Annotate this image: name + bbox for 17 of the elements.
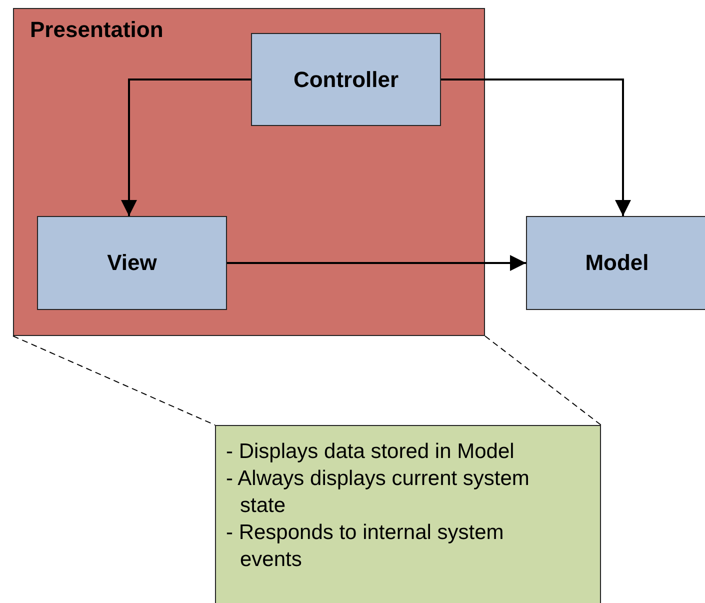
group-label: Presentation <box>30 17 164 43</box>
note-box <box>215 425 601 603</box>
process-box <box>251 33 441 126</box>
arrow <box>121 78 251 216</box>
note-text: - Always displays current system state <box>226 466 530 519</box>
box-label: Model <box>584 250 650 276</box>
arrow <box>441 78 631 216</box>
process-box <box>526 216 705 310</box>
box-label: View <box>106 250 158 276</box>
process-box <box>37 216 227 310</box>
note-text: - Displays data stored in Model <box>226 439 516 465</box>
box-label: Controller <box>292 66 400 92</box>
dashed-callout-line <box>484 336 602 426</box>
dashed-callout-line <box>12 336 216 426</box>
arrow <box>227 255 526 271</box>
note-text: - Responds to internal system events <box>226 520 505 573</box>
container-box <box>13 8 485 336</box>
